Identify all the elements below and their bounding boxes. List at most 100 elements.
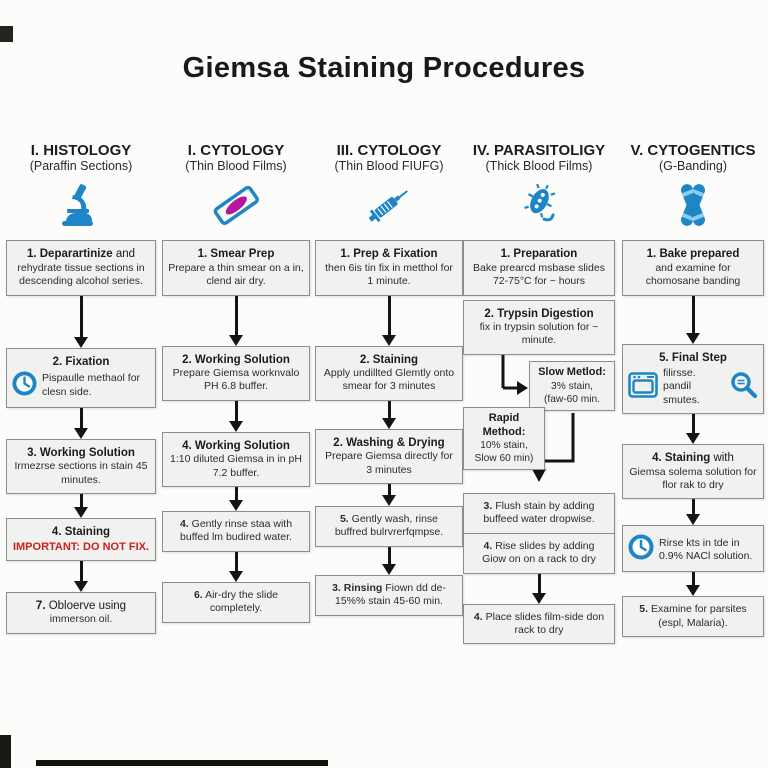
step-body: 3% stain, [551,380,593,392]
slide-smear-icon [209,178,263,232]
parasite-icon [516,178,562,232]
step-box: 2. Washing & Drying Prepare Giemsa direc… [315,428,463,484]
step-box: 4. Staining IMPORTANT: DO NOT FIX. [6,518,156,561]
step-box: 4. Gently rinse staa with buffed lm budi… [162,511,310,552]
step-box: 3. Rinsing Fiown dd de- 15%% stain 45-60… [315,574,463,616]
step-box: 2. Fixation Pispaulle methaol for clesn … [6,347,156,408]
step-head: Slow Metlod: [538,365,606,378]
step-head-tail: and [112,248,136,261]
step-head-tail: Gently rinse staa with [188,518,293,530]
step-head-tail: Flush stain by adding [492,499,595,512]
step-body: Giemsa solema solution for flor rak to d… [629,465,757,491]
step-body: filirsse. pandil smutes. [663,366,700,406]
step-body: Irmezrse sections in stain 45 minutes. [14,460,148,486]
step-head: 1. Preparation [500,248,578,261]
column-cytology-thin: I. CYTOLOGY (Thin Blood Films) 1. Smear … [162,142,310,623]
step-head: 3. Rinsing [332,581,383,594]
clock-icon [628,534,654,565]
flow-arrow-down [6,295,156,348]
step-body: and examine for chomosane banding [645,261,741,288]
step-box: 1. Prep & Fixation then 6is tin fix in m… [315,240,463,296]
step-head: 2. Washing & Drying [333,436,445,449]
step-body: rack to dry [514,623,564,636]
scan-artifact-top-left [0,26,13,42]
flow-arrow-down [162,295,310,346]
step-box: 7. Obloerve using immerson oil. [6,591,156,634]
step-body: Giow on on a rack to dry [482,553,596,566]
step-head-tail: Examine for parsites [648,603,747,616]
step-box: Rirse kts in tde in 0.9% NACl solution. [622,525,764,573]
scan-artifact-bottom-left [0,735,11,768]
column-heading: I. HISTOLOGY [30,142,132,159]
step-body: Prepare Giemsa worknvalo PH 6.8 buffer. [172,366,300,393]
column-parasitology: IV. PARASITOLIGY (Thick Blood Films) 1. … [463,142,615,645]
step-box: 6. Air-dry the slide completely. [162,581,310,623]
magnifier-icon [730,371,758,404]
step-head: 3. [483,499,493,512]
column-subheading: (Thin Blood Films) [185,159,287,174]
step-body: then 6is tin fix in metthol for 1 minute… [325,261,453,288]
step-head-tail: Obloerve using [45,599,127,612]
step-head: 5. [639,603,649,616]
column-subheading: (G-Banding) [658,159,728,174]
step-box: 3. Flush stain by adding buffeed water d… [463,492,615,534]
step-body: Pispaulle methaol for clesn side. [42,372,141,398]
step-box: 1. Bake prepared and examine for chomosa… [622,240,764,296]
step-head: 4. Staining [652,452,711,465]
step-head: 2. Fixation [52,355,110,368]
step-body: completely. [209,602,263,615]
step-body: 15%% stain 45-60 min. [335,595,443,608]
column-heading: V. CYTOGENTICS [630,142,756,159]
step-head: 4. [179,518,189,530]
step-body: buffeed water dropwise. [483,513,595,526]
step-body: (faw-60 min. [543,393,601,405]
column-heading: III. CYTOLOGY [336,142,442,159]
flow-arrow-down [6,407,156,439]
column-heading: IV. PARASITOLIGY [472,142,606,159]
flow-arrow-down [6,560,156,592]
step-body: Apply undillted Glemtly onto smear for 3… [323,366,455,393]
step-box: 2. Trypsin Digestion fix in trypsin solu… [463,299,615,355]
flow-arrow-down [162,400,310,432]
step-body: Prepare a thin smear on a in, clend air … [168,261,304,288]
column-subheading: (Thin Blood FIUFG) [334,159,444,174]
step-head: 2. Trypsin Digestion [484,307,594,320]
step-box: 5. Final Step filirsse. pandil smutes. [622,343,764,415]
step-head: 1. Bake prepared [646,248,740,261]
step-box: 4. Staining with Giemsa solema solution … [622,444,764,500]
flow-arrow-down [315,546,463,575]
step-box: 4. Working Solution 1:10 diluted Giemsa … [162,431,310,487]
step-body: fix in trypsin solution for ~ minute. [479,320,599,347]
step-body: rehydrate tissue sections in descending … [17,261,145,288]
step-head: 5. Final Step [659,351,727,364]
column-histology: I. HISTOLOGY (Paraffin Sections) 1. Depa… [6,142,156,634]
slow-method-box: Slow Metlod: 3% stain, (faw-60 min. [529,360,615,411]
step-head: 2. Staining [359,353,419,366]
step-head-tail: Place slides film-side don [482,610,605,623]
step-body: Slow 60 min) [474,453,534,465]
clock-icon [12,371,37,401]
step-head-tail: Air-dry the slide [202,588,279,601]
method-branch-area: Slow Metlod: 3% stain, (faw-60 min. Rapi… [463,354,615,493]
column-heading: I. CYTOLOGY [187,142,285,159]
step-body: buffed lm budired water. [180,531,292,544]
flow-arrow-down [315,295,463,346]
oven-icon [628,371,658,403]
step-body: Prepare Giemsa directly for 3 minutes [325,450,453,476]
step-head: 1. Prep & Fixation [340,248,438,261]
step-box: 1. Smear Prep Prepare a thin smear on a … [162,240,310,296]
step-box: 5. Examine for parsites (espl, Malaria). [622,596,764,638]
microscope-icon [59,178,103,232]
column-cytology-three: III. CYTOLOGY (Thin Blood FIUFG) 1. Prep… [315,142,463,616]
step-head: 3. Working Solution [27,446,135,459]
step-body: (espl, Malaria). [658,616,728,629]
flow-arrow-down [622,414,764,445]
flow-arrow-down [315,484,463,506]
step-head-tail: Gently wash, rinse [348,513,439,525]
column-cytogenetics: V. CYTOGENTICS (G-Banding) 1. Bake prepa… [622,142,764,638]
step-head: Rapid Method: [482,411,526,438]
step-head: 1. Smear Prep [197,248,275,261]
step-head: 1. Deparartinize [26,248,113,261]
flow-arrow-down [162,551,310,582]
step-head: 5. [339,513,349,525]
